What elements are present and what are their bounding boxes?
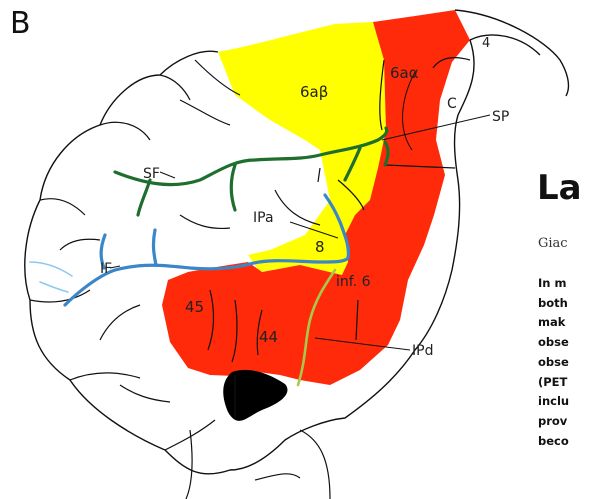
label-if: IF xyxy=(100,261,112,277)
sylvian-opening xyxy=(223,370,287,421)
abstract-line: (PET xyxy=(538,373,591,393)
abstract-line: In m xyxy=(538,274,591,294)
abstract-line: mak xyxy=(538,313,591,333)
abstract-line: obse xyxy=(538,353,591,373)
label-6ab: 6aβ xyxy=(300,83,328,101)
label-8: 8 xyxy=(315,238,325,256)
abstract-line: prov xyxy=(538,412,591,432)
abstract-line: obse xyxy=(538,333,591,353)
label-ipd: IPd xyxy=(412,343,433,359)
label-sp: SP xyxy=(492,109,509,125)
label-44: 44 xyxy=(259,328,278,346)
article-authors: Giac xyxy=(538,236,568,251)
panel-label: B xyxy=(10,6,31,41)
label-ipa: IPa xyxy=(253,210,274,226)
if-sulcus-light xyxy=(30,262,72,292)
label-c: C xyxy=(447,96,457,112)
article-abstract: In m both mak obse obse (PET inclu prov … xyxy=(538,274,591,451)
abstract-line: beco xyxy=(538,432,591,452)
abstract-line: both xyxy=(538,294,591,314)
label-4: 4 xyxy=(482,36,490,51)
label-45: 45 xyxy=(185,298,204,316)
label-inf6: inf. 6 xyxy=(336,274,371,290)
label-6aa: 6aα xyxy=(390,64,419,82)
label-sf: SF xyxy=(143,166,160,182)
abstract-line: inclu xyxy=(538,392,591,412)
article-title: La xyxy=(537,168,582,208)
